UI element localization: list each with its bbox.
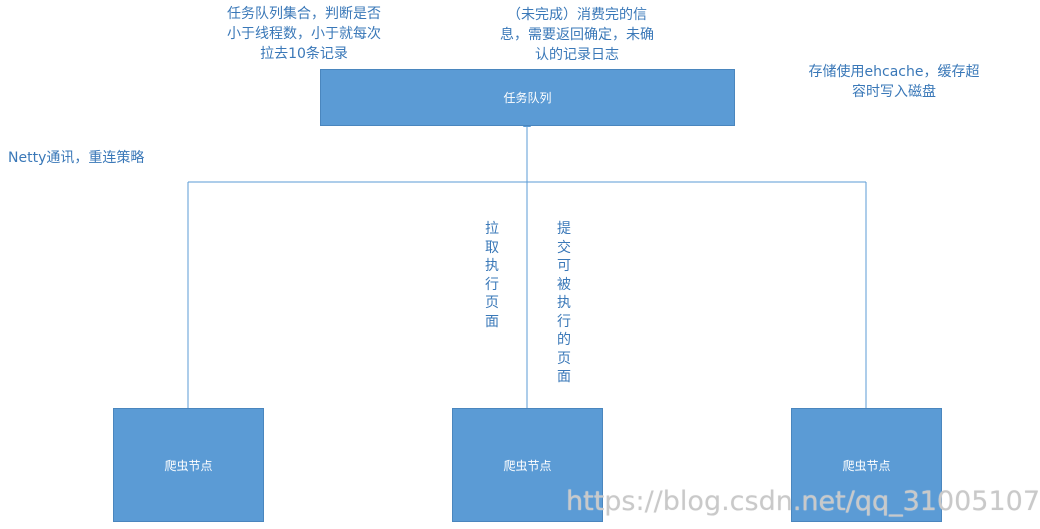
- watermark: https://blog.csdn.net/qq_31005107: [566, 486, 1040, 517]
- crawler-node-right[interactable]: 爬虫节点: [791, 408, 942, 522]
- edge-label-submit: 提交可被执行的页面: [557, 221, 571, 385]
- crawler-node-label: 爬虫节点: [164, 458, 213, 473]
- task-queue-label: 任务队列: [503, 91, 552, 105]
- task-queue-box[interactable]: 任务队列: [320, 69, 735, 126]
- connector-lines: [187, 119, 867, 408]
- edge-label-pull: 拉取执行页面: [485, 221, 499, 330]
- crawler-node-label: 爬虫节点: [503, 458, 552, 473]
- note-unfinished-consume: （未完成）消费完的信 息，需要返回确定，未确 认的记录日志: [500, 7, 654, 63]
- crawler-node-label: 爬虫节点: [842, 458, 891, 473]
- crawler-node-left[interactable]: 爬虫节点: [113, 408, 264, 522]
- crawler-node-center[interactable]: 爬虫节点: [452, 408, 603, 522]
- note-ehcache: 存储使用ehcache，缓存超 容时写入磁盘: [808, 64, 980, 100]
- note-netty: Netty通讯，重连策略: [8, 150, 145, 166]
- note-queue-collection: 任务队列集合，判断是否 小于线程数，小于就每次 拉去10条记录: [227, 6, 381, 62]
